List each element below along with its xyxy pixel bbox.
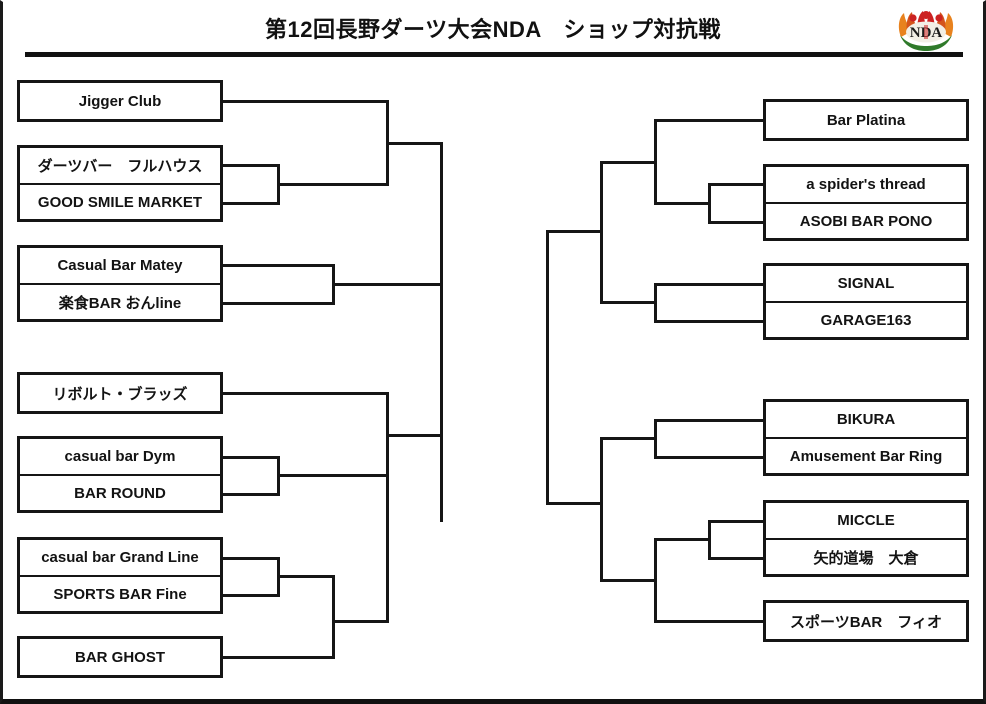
connector-line: [654, 538, 711, 541]
connector-line: [440, 142, 443, 284]
team-box[interactable]: BAR GHOST: [17, 636, 223, 678]
nda-crest-logo: NDA: [895, 7, 957, 51]
title-divider: [25, 52, 963, 57]
connector-line: [332, 575, 335, 659]
team-box[interactable]: ダーツバー フルハウス: [17, 145, 223, 185]
connector-line: [654, 456, 766, 459]
connector-line: [223, 264, 335, 267]
page-title: 第12回長野ダーツ大会NDA ショップ対抗戦: [265, 17, 721, 42]
page-header: 第12回長野ダーツ大会NDA ショップ対抗戦: [3, 2, 983, 57]
connector-line: [708, 221, 766, 224]
connector-line: [277, 183, 335, 186]
connector-line: [277, 474, 335, 477]
connector-line: [654, 320, 766, 323]
connector-line: [223, 656, 335, 659]
connector-line: [277, 575, 335, 578]
connector-line: [654, 620, 766, 623]
connector-line: [600, 301, 657, 304]
team-box[interactable]: スポーツBAR フィオ: [763, 600, 969, 642]
connector-line: [654, 119, 766, 122]
connector-line: [600, 437, 603, 582]
connector-line: [223, 164, 280, 167]
team-box[interactable]: SPORTS BAR Fine: [17, 575, 223, 614]
connector-line: [223, 100, 389, 103]
connector-line: [546, 230, 603, 233]
connector-line: [386, 434, 389, 623]
team-box[interactable]: Amusement Bar Ring: [763, 437, 969, 476]
connector-line: [223, 557, 280, 560]
connector-line: [223, 302, 335, 305]
connector-line: [600, 437, 657, 440]
connector-line: [546, 502, 603, 505]
team-box[interactable]: Jigger Club: [17, 80, 223, 122]
team-box[interactable]: SIGNAL: [763, 263, 969, 303]
team-box[interactable]: casual bar Grand Line: [17, 537, 223, 577]
connector-line: [440, 238, 443, 522]
connector-line: [223, 493, 280, 496]
connector-line: [708, 557, 766, 560]
connector-line: [332, 474, 389, 477]
connector-line: [708, 183, 766, 186]
team-box[interactable]: Casual Bar Matey: [17, 245, 223, 285]
connector-line: [332, 620, 389, 623]
team-box[interactable]: ASOBI BAR PONO: [763, 202, 969, 241]
team-box[interactable]: MICCLE: [763, 500, 969, 540]
connector-line: [332, 183, 389, 186]
team-box[interactable]: a spider's thread: [763, 164, 969, 204]
team-box[interactable]: BIKURA: [763, 399, 969, 439]
connector-line: [223, 456, 280, 459]
connector-line: [708, 520, 766, 523]
team-box[interactable]: BAR ROUND: [17, 474, 223, 513]
connector-line: [600, 579, 657, 582]
team-box[interactable]: 矢的道場 大倉: [763, 538, 969, 577]
connector-line: [386, 142, 443, 145]
team-box[interactable]: 楽食BAR おんline: [17, 283, 223, 322]
connector-line: [654, 283, 766, 286]
connector-line: [654, 419, 766, 422]
team-box[interactable]: GOOD SMILE MARKET: [17, 183, 223, 222]
team-box[interactable]: casual bar Dym: [17, 436, 223, 476]
connector-line: [654, 202, 711, 205]
connector-line: [223, 594, 280, 597]
connector-line: [223, 392, 389, 395]
team-box[interactable]: Bar Platina: [763, 99, 969, 141]
team-box[interactable]: リボルト・ブラッズ: [17, 372, 223, 414]
connector-line: [386, 434, 443, 437]
connector-line: [600, 161, 657, 164]
connector-line: [332, 283, 443, 286]
team-box[interactable]: GARAGE163: [763, 301, 969, 340]
connector-line: [546, 230, 549, 505]
connector-line: [223, 202, 280, 205]
